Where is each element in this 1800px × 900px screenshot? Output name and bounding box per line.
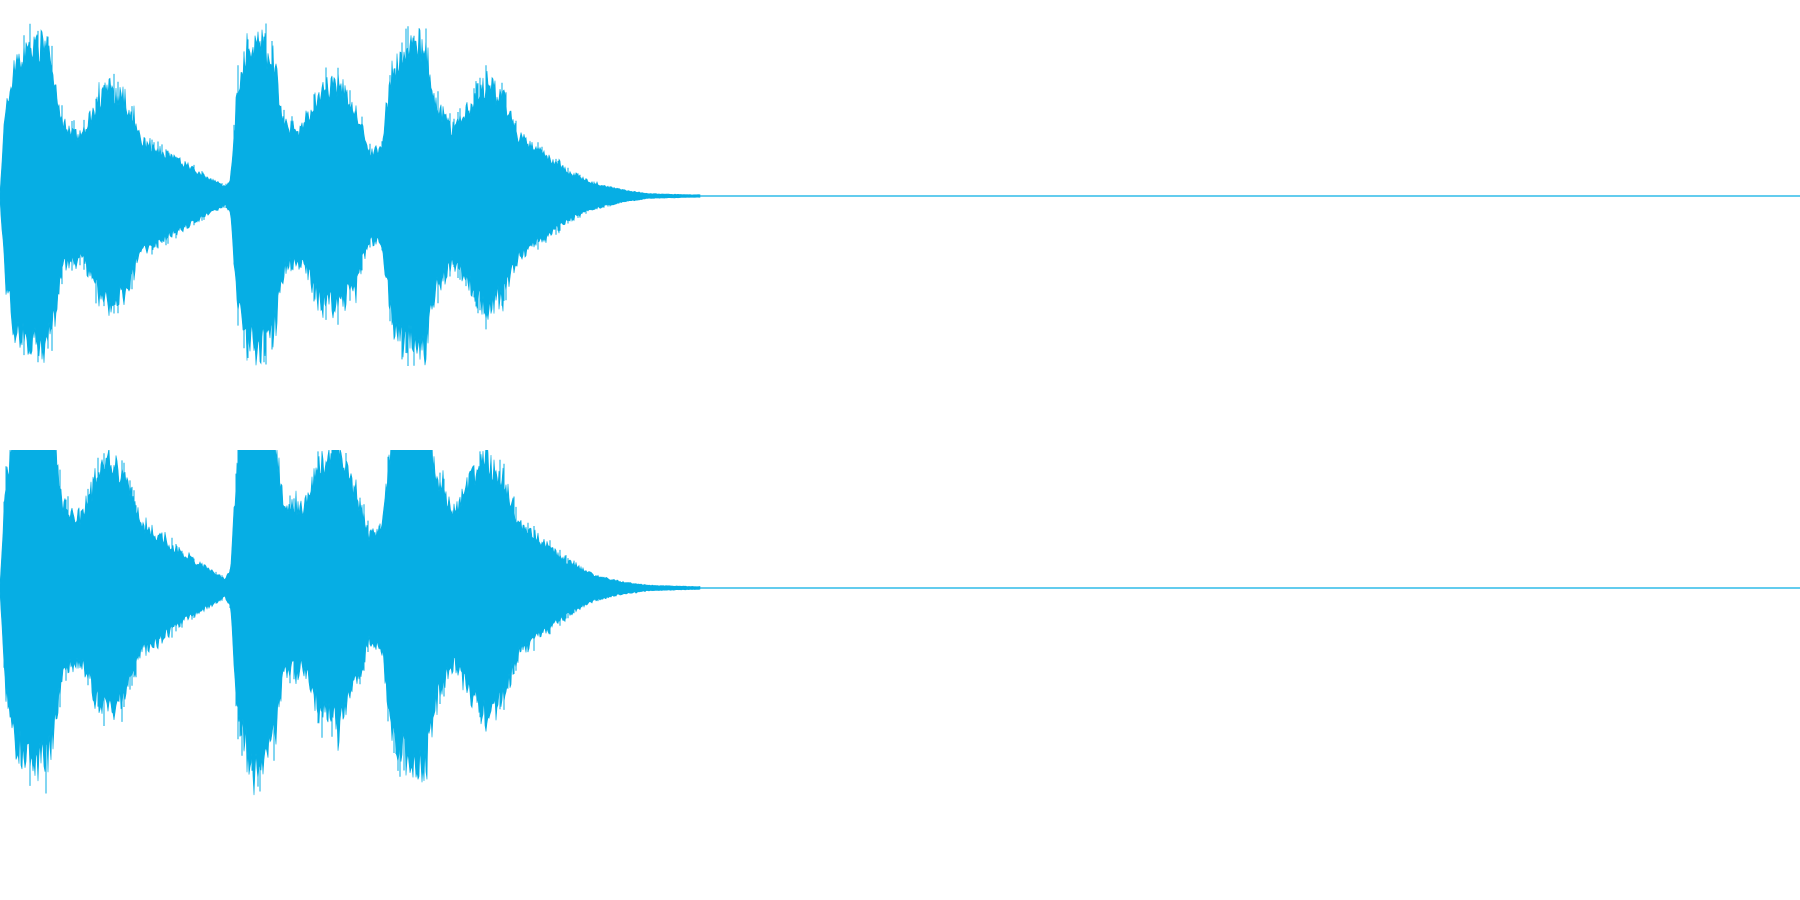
waveform-channel-left (0, 23, 1800, 366)
waveform-right-svg (0, 450, 1800, 796)
waveform-right-body (0, 450, 701, 796)
waveform-left-svg (0, 23, 1800, 366)
waveform-channel-right (0, 450, 1800, 900)
